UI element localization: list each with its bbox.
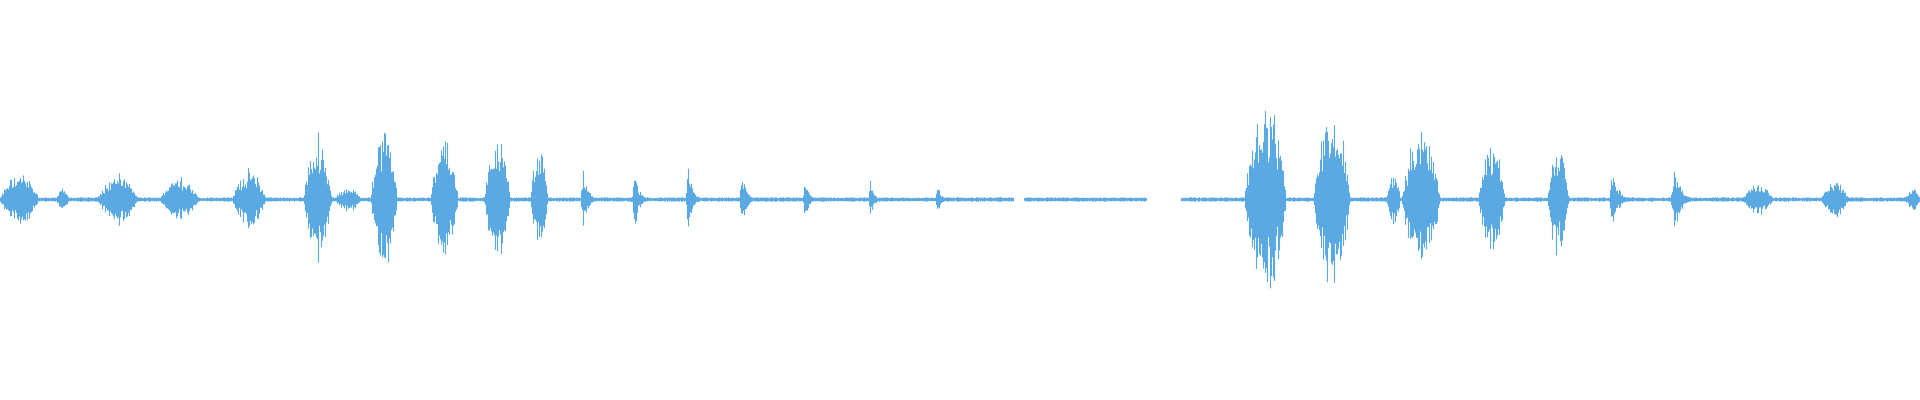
waveform-trace [0,110,1920,289]
